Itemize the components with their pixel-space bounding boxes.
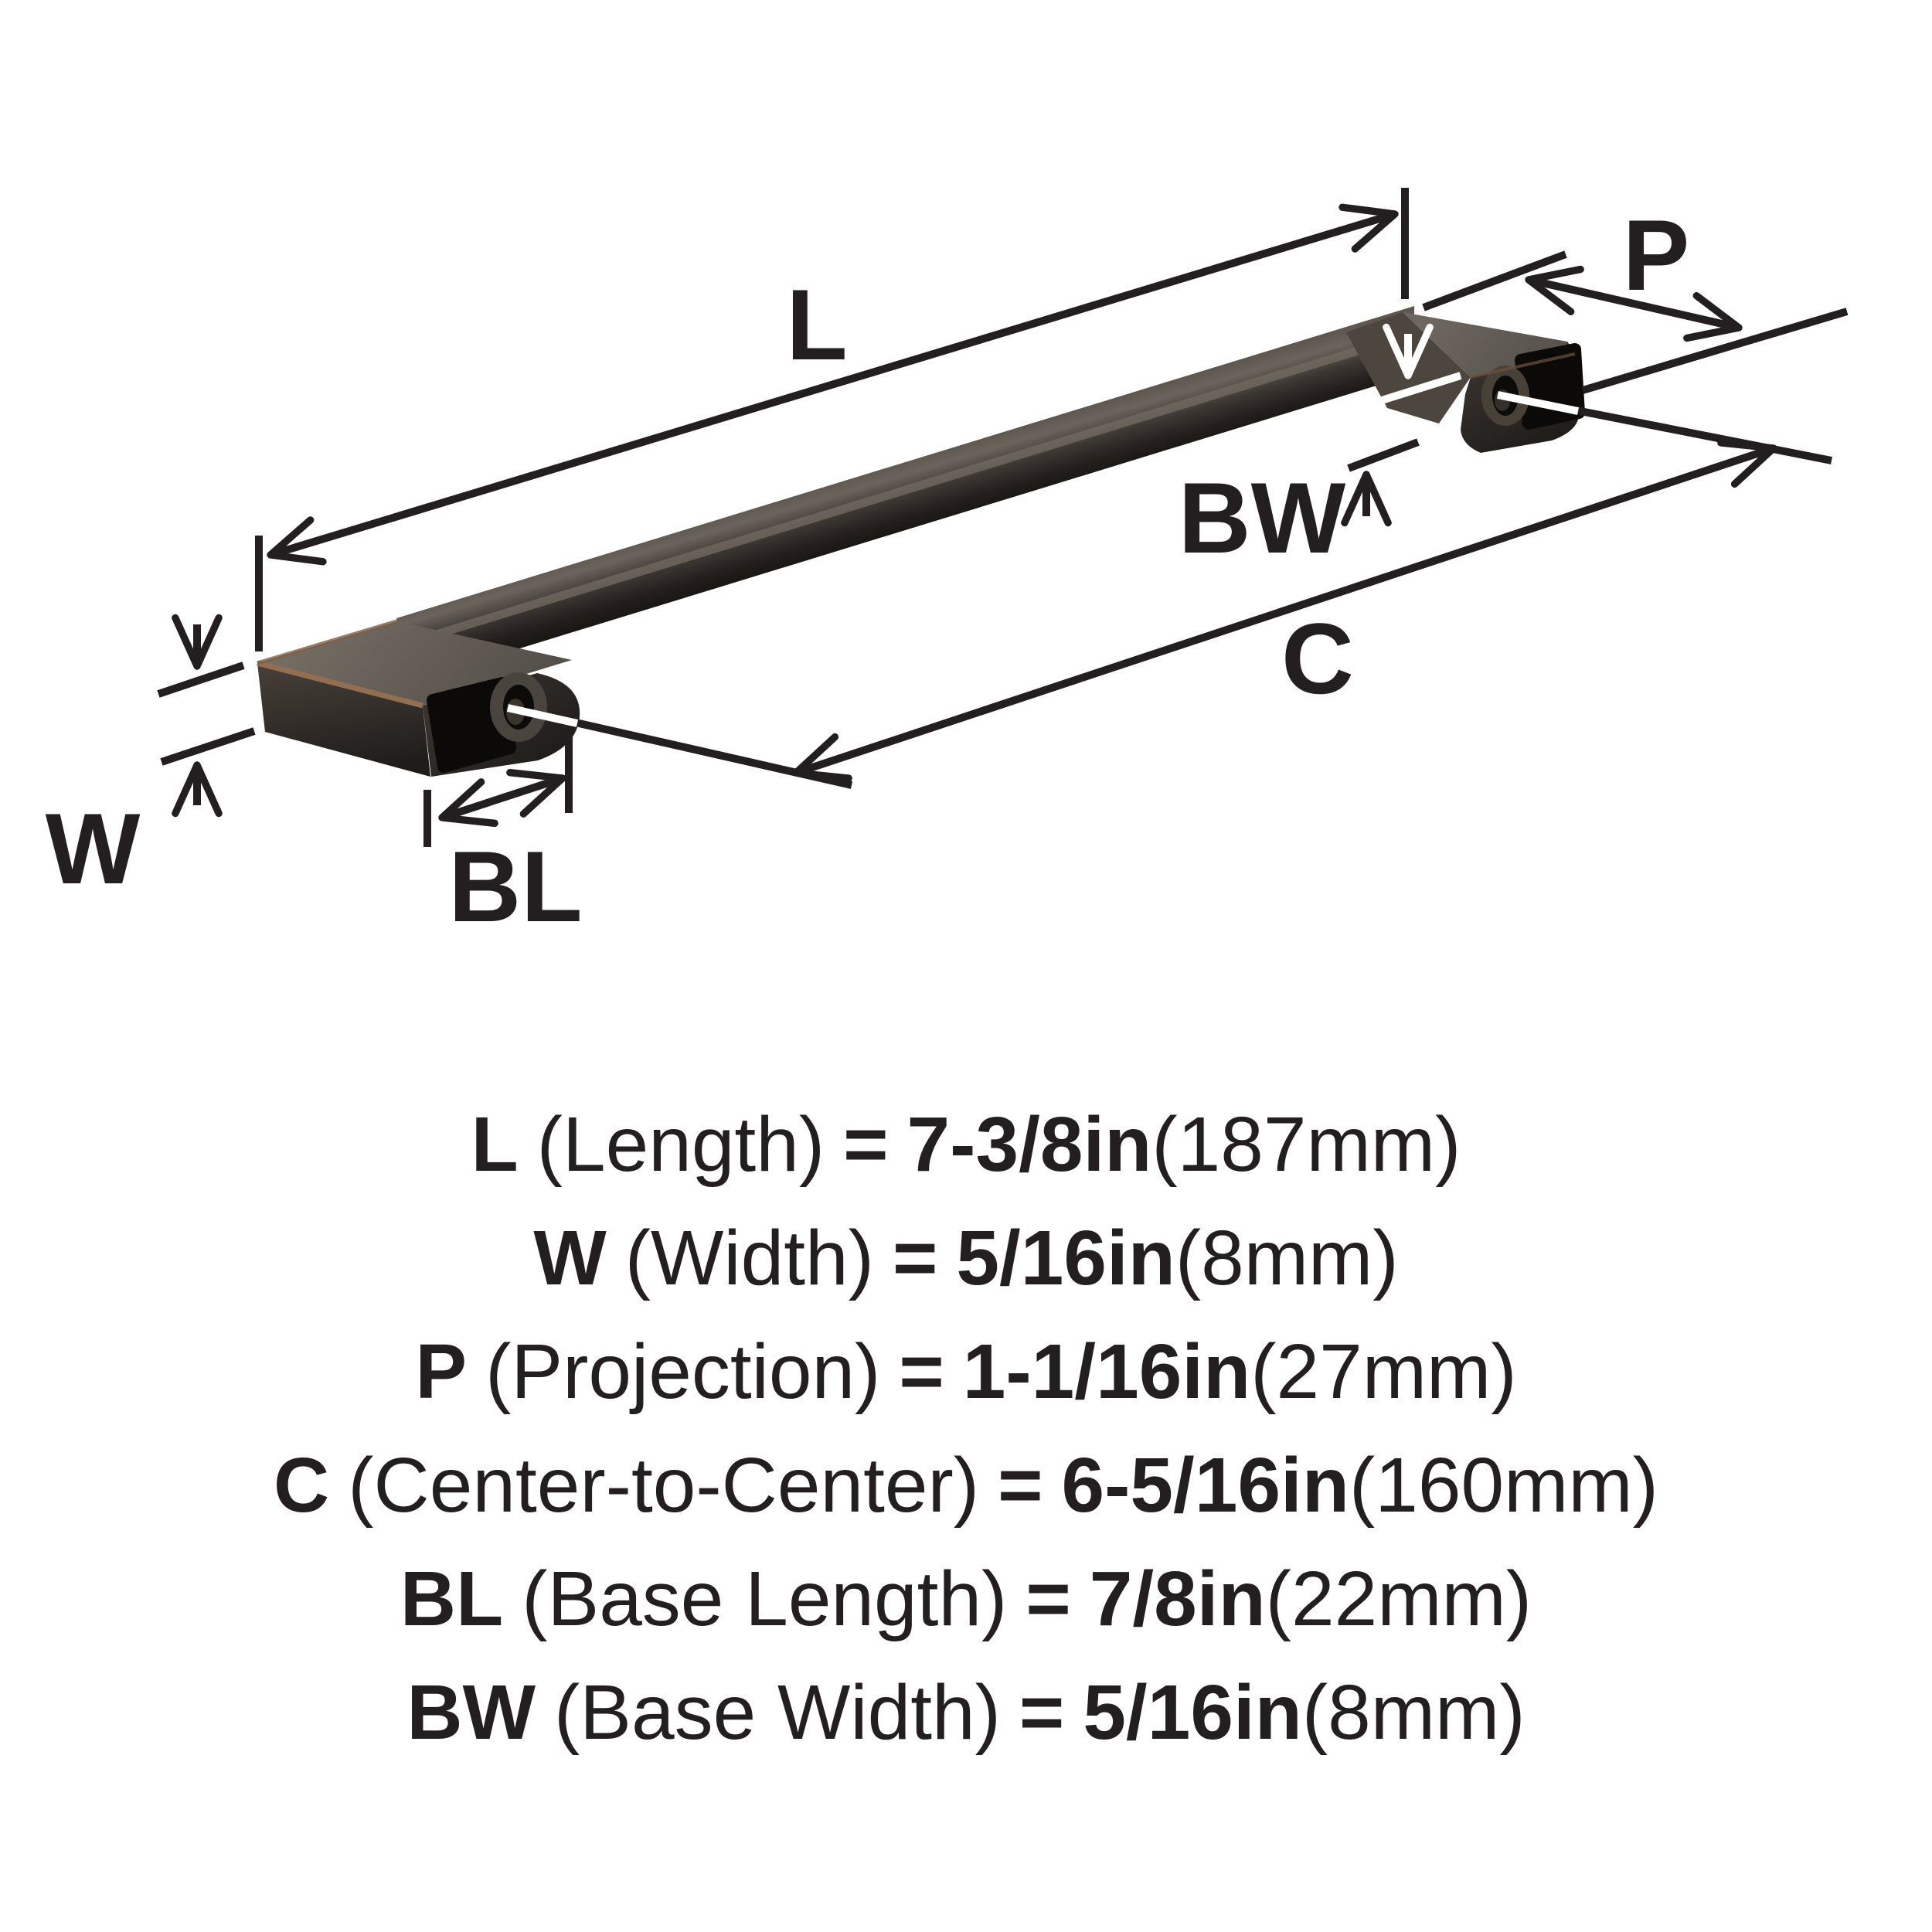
center-dim-line (792, 439, 1777, 782)
left-base-top-face (257, 621, 572, 706)
white-dimension-marks (506, 323, 1579, 727)
spec-row-projection: P(Projection)=1-1/16in(27mm) (0, 1315, 1932, 1429)
dimension-annotations (157, 188, 1849, 847)
spec-abbr: P (415, 1328, 468, 1415)
width-tick-top (157, 662, 245, 698)
spec-row-width: W(Width)=5/16in(8mm) (0, 1202, 1932, 1315)
spec-name: (Width) (624, 1215, 874, 1301)
spec-name: (Base Length) (522, 1556, 1008, 1642)
spec-metric: (160mm) (1349, 1442, 1658, 1529)
left-base-copper-edge-top (257, 619, 397, 665)
spec-imperial: 6-5/16in (1061, 1442, 1349, 1529)
width-tick-bottom (160, 727, 256, 766)
spec-row-center: C(Center-to-Center)=6-5/16in(160mm) (0, 1429, 1932, 1543)
projection-ext-line-top (1422, 250, 1567, 311)
spec-metric: (22mm) (1265, 1556, 1532, 1642)
spec-metric: (8mm) (1301, 1669, 1526, 1756)
dimension-spec-list: L(Length)=7-3/8in(187mm) W(Width)=5/16in… (0, 1088, 1932, 1770)
spec-equals: = (899, 1328, 944, 1415)
left-base-side-face (257, 663, 430, 777)
projection-dim-line (1525, 265, 1743, 342)
base-width-tick-bottom (1347, 438, 1420, 472)
left-hole-axis-line (574, 719, 853, 789)
handle-illustration (257, 306, 1585, 777)
spec-imperial: 1-1/16in (962, 1328, 1251, 1415)
right-hole-axis-white (1497, 391, 1579, 415)
spec-imperial: 7/8in (1089, 1556, 1266, 1642)
spec-equals: = (1026, 1556, 1071, 1642)
dim-label-width: W (46, 792, 141, 905)
spec-equals: = (1019, 1669, 1065, 1756)
dim-label-length: L (786, 268, 847, 381)
spec-row-base-width: BW(Base Width)=5/16in(8mm) (0, 1656, 1932, 1770)
spec-abbr: BL (400, 1556, 504, 1642)
spec-name: (Center-to-Center) (348, 1442, 980, 1529)
spec-row-length: L(Length)=7-3/8in(187mm) (0, 1088, 1932, 1202)
left-hole-axis-white (506, 704, 579, 727)
dim-label-base-width: BW (1179, 461, 1346, 574)
spec-abbr: C (273, 1442, 330, 1529)
spec-metric: (8mm) (1175, 1215, 1399, 1301)
dim-label-base-length: BL (448, 830, 582, 943)
spec-equals: = (843, 1101, 889, 1188)
base-width-tick-top-white (1380, 372, 1462, 404)
spec-metric: (187mm) (1151, 1101, 1461, 1188)
spec-imperial: 5/16in (956, 1215, 1175, 1301)
spec-abbr: W (533, 1215, 607, 1301)
dim-label-projection: P (1623, 199, 1690, 311)
left-base-copper-edge (257, 660, 423, 709)
dim-label-center: C (1281, 602, 1354, 715)
spec-name: (Base Width) (553, 1669, 1001, 1756)
length-dim-line (267, 203, 1399, 566)
spec-metric: (27mm) (1250, 1328, 1517, 1415)
projection-ext-line-bottom (1581, 308, 1849, 394)
spec-row-base-length: BL(Base Length)=7/8in(22mm) (0, 1543, 1932, 1656)
right-hole-axis-line (1576, 406, 1832, 464)
spec-equals: = (998, 1442, 1043, 1529)
spec-imperial: 7-3/8in (906, 1101, 1152, 1188)
spec-abbr: BW (406, 1669, 536, 1756)
spec-name: (Length) (536, 1101, 825, 1188)
spec-equals: = (892, 1215, 938, 1301)
spec-imperial: 5/16in (1083, 1669, 1302, 1756)
right-base-copper-edge (1470, 352, 1576, 379)
spec-abbr: L (471, 1101, 519, 1188)
spec-name: (Projection) (485, 1328, 881, 1415)
base-length-dim-line (438, 769, 566, 827)
